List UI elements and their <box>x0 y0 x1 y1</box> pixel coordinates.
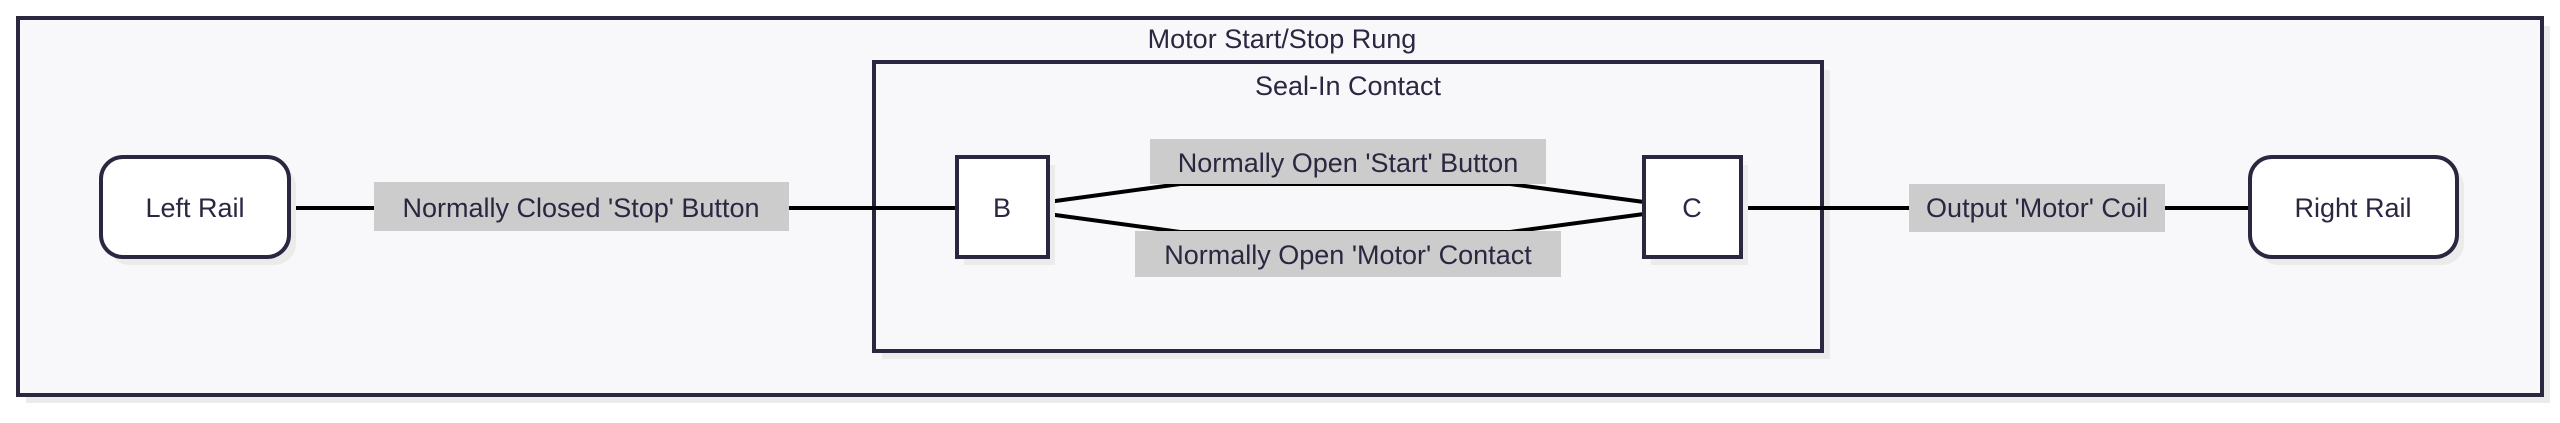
start-label-bg <box>1150 139 1546 184</box>
seal-in-title: Seal-In Contact <box>1255 71 1442 101</box>
edge-label-motor-contact: Normally Open 'Motor' Contact <box>1164 240 1532 270</box>
coil-label-bg <box>1909 184 2165 232</box>
node-left-rail-label: Left Rail <box>145 193 244 223</box>
node-c-label: C <box>1682 193 1702 223</box>
node-left-rail[interactable] <box>99 155 291 259</box>
edge-label-stop: Normally Closed 'Stop' Button <box>403 193 760 223</box>
rung-title: Motor Start/Stop Rung <box>1148 24 1417 54</box>
stop-label-bg <box>374 182 789 231</box>
edge-label-coil: Output 'Motor' Coil <box>1926 193 2148 223</box>
node-b[interactable] <box>955 155 1050 259</box>
node-right-rail[interactable] <box>2248 155 2459 259</box>
motor-label-bg <box>1135 231 1561 277</box>
node-b-label: B <box>993 193 1011 223</box>
edge-label-start: Normally Open 'Start' Button <box>1178 148 1518 178</box>
node-right-rail-label: Right Rail <box>2294 193 2411 223</box>
node-c[interactable] <box>1642 155 1743 259</box>
